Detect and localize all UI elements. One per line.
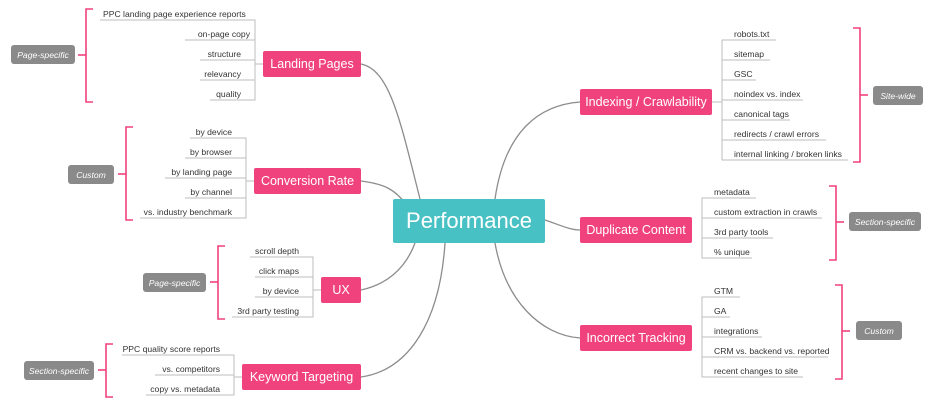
- leaf-item[interactable]: PPC quality score reports: [122, 344, 220, 354]
- leaf-item[interactable]: by device: [262, 286, 299, 296]
- branch-label: Keyword Targeting: [249, 370, 354, 384]
- branch-landing-pages[interactable]: Landing Pages: [263, 51, 361, 77]
- leaf-item[interactable]: robots.txt: [734, 29, 770, 39]
- leaf-item[interactable]: redirects / crawl errors: [734, 129, 819, 139]
- tag-label: Page-specific: [17, 49, 69, 60]
- tag-label: Section-specific: [854, 216, 916, 227]
- center-label: Performance: [406, 208, 532, 233]
- leaf-item[interactable]: custom extraction in crawls: [714, 207, 818, 217]
- branch-label: Indexing / Crawlability: [585, 95, 707, 109]
- leaf-item[interactable]: PPC landing page experience reports: [103, 9, 246, 19]
- leaf-item[interactable]: 3rd party tools: [714, 227, 769, 237]
- branch-label: Landing Pages: [270, 57, 354, 71]
- scope-tag: Custom: [856, 321, 902, 340]
- branch-keyword-targeting[interactable]: Keyword Targeting: [242, 364, 361, 390]
- branch-label: UX: [332, 283, 350, 297]
- center-node-performance[interactable]: Performance: [393, 199, 545, 243]
- leaf-item[interactable]: 3rd party testing: [237, 306, 299, 316]
- tag-label: Section-specific: [28, 365, 90, 376]
- leaf-item[interactable]: integrations: [714, 326, 759, 336]
- scope-tag: Page-specific: [143, 273, 206, 292]
- leaf-item[interactable]: % unique: [714, 247, 750, 257]
- leaf-item[interactable]: by browser: [189, 147, 232, 157]
- leaf-item[interactable]: on-page copy: [197, 29, 250, 39]
- branch-incorrect-tracking[interactable]: Incorrect Tracking: [580, 325, 692, 351]
- scope-tag: Section-specific: [849, 212, 921, 231]
- leaf-item[interactable]: noindex vs. index: [734, 89, 801, 99]
- leaf-item[interactable]: relevancy: [204, 69, 241, 79]
- leaf-item[interactable]: by landing page: [171, 167, 232, 177]
- tag-label: Page-specific: [148, 277, 201, 288]
- leaf-item[interactable]: CRM vs. backend vs. reported: [714, 346, 830, 356]
- leaf-item[interactable]: by device: [195, 127, 232, 137]
- tag-label: Site-wide: [880, 90, 916, 101]
- branch-label: Incorrect Tracking: [586, 331, 686, 345]
- branch-indexing-crawlability[interactable]: Indexing / Crawlability: [580, 89, 712, 115]
- leaf-item[interactable]: recent changes to site: [714, 366, 799, 376]
- scope-tag: Page-specific: [11, 45, 75, 64]
- leaf-item[interactable]: canonical tags: [734, 109, 789, 119]
- tag-label: Custom: [864, 325, 894, 336]
- leaf-item[interactable]: click maps: [258, 266, 299, 276]
- branch-ux[interactable]: UX: [321, 277, 361, 303]
- leaf-item[interactable]: vs. industry benchmark: [143, 207, 232, 217]
- branch-label: Duplicate Content: [586, 223, 686, 237]
- branch-label: Conversion Rate: [260, 174, 355, 188]
- leaf-item[interactable]: metadata: [714, 187, 750, 197]
- leaf-item[interactable]: scroll depth: [255, 246, 299, 256]
- leaf-item[interactable]: by channel: [190, 187, 232, 197]
- branch-conversion-rate[interactable]: Conversion Rate: [254, 168, 361, 194]
- scope-tag: Custom: [68, 165, 114, 184]
- leaf-item[interactable]: GA: [714, 306, 727, 316]
- leaf-item[interactable]: copy vs. metadata: [150, 384, 220, 394]
- scope-tag: Section-specific: [24, 361, 94, 380]
- tag-label: Custom: [76, 169, 106, 180]
- leaf-item[interactable]: internal linking / broken links: [734, 149, 842, 159]
- leaf-item[interactable]: quality: [216, 89, 241, 99]
- leaf-item[interactable]: structure: [207, 49, 241, 59]
- leaf-item[interactable]: GSC: [734, 69, 753, 79]
- leaf-item[interactable]: vs. competitors: [162, 364, 220, 374]
- leaf-item[interactable]: GTM: [714, 286, 734, 296]
- branch-duplicate-content[interactable]: Duplicate Content: [580, 217, 692, 243]
- scope-tag: Site-wide: [873, 86, 923, 105]
- leaf-item[interactable]: sitemap: [734, 49, 765, 59]
